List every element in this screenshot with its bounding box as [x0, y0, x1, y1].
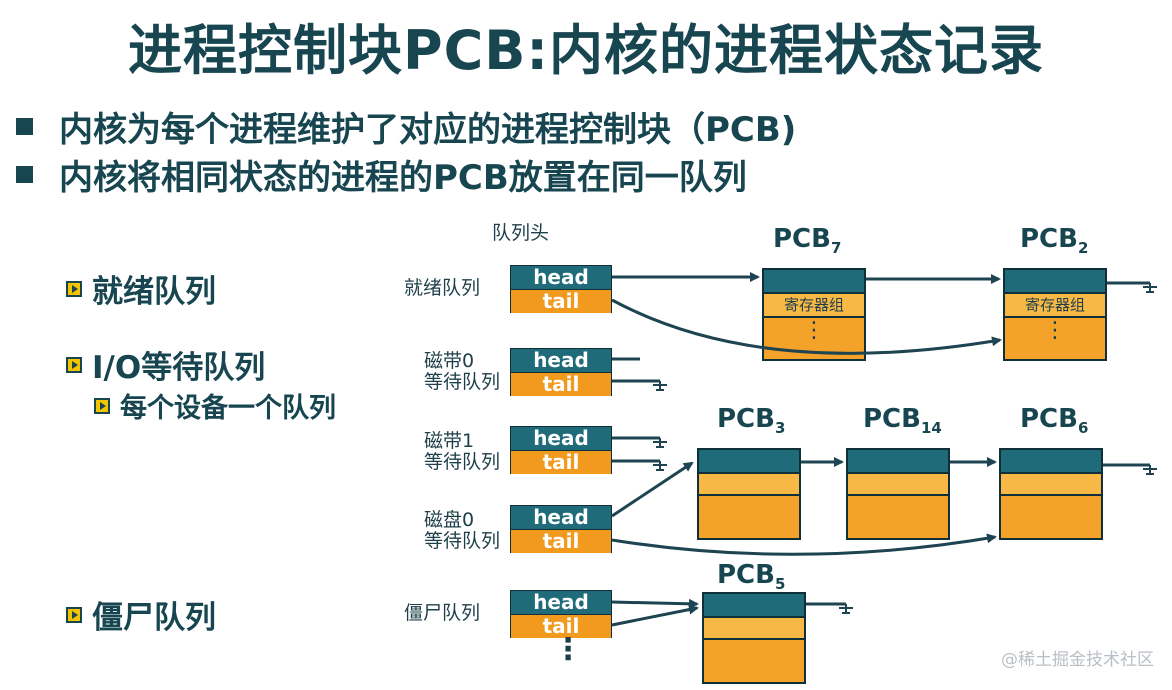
disk0-queue-pointer-block: head tail: [510, 505, 612, 553]
pcb-name-base: PCB: [863, 404, 921, 434]
tail-field: tail: [511, 451, 611, 474]
pcb-name-base: PCB: [1020, 404, 1078, 434]
pcb5-name: PCB5: [717, 560, 785, 593]
pcb-field: [1001, 474, 1101, 496]
pcb7-name: PCB7: [773, 224, 841, 257]
register-set-field: 寄存器组: [1005, 294, 1105, 318]
tail-field: tail: [511, 373, 611, 396]
triangle-bullet-icon: [66, 356, 82, 373]
pcb-name-base: PCB: [773, 224, 831, 254]
tape1-queue-pointer-block: head tail: [510, 426, 612, 474]
pcb2-name: PCB2: [1020, 224, 1088, 257]
head-field: head: [511, 349, 611, 373]
pcb-name-base: PCB: [717, 404, 775, 434]
tape1-label-line1: 磁带1: [424, 430, 475, 452]
ready-queue-heading-text: 就绪队列: [92, 274, 216, 310]
pcb-link-field: [848, 450, 948, 474]
pcb2-block: 寄存器组 ⋮: [1003, 268, 1107, 361]
pcb-field: [704, 618, 804, 640]
square-bullet-icon: [16, 118, 33, 135]
io-wait-queue-heading: I/O等待队列: [66, 342, 265, 387]
bullet-text-1: 内核为每个进程维护了对应的进程控制块（PCB): [59, 110, 797, 150]
zombie-tail-arrow: [611, 604, 699, 627]
tape0-label-line2: 等待队列: [424, 371, 501, 393]
pcb-name-base: PCB: [1020, 224, 1078, 254]
pcb-number: 7: [830, 239, 842, 258]
ready-queue-label: 就绪队列: [404, 277, 481, 299]
pcb-field: [699, 474, 799, 496]
pcb3-block: [697, 448, 801, 540]
pcb-link-field: [764, 270, 864, 294]
null-ground-icon: [839, 604, 853, 614]
pcb14-name: PCB14: [863, 404, 942, 437]
zombie-head-arrow: [611, 598, 699, 609]
disk0-label-line1: 磁盘0: [424, 509, 475, 531]
zombie-queue-heading-text: 僵尸队列: [92, 600, 216, 636]
tape1-label-line2: 等待队列: [424, 451, 501, 473]
pcb7-block: 寄存器组 ⋮: [762, 268, 866, 361]
tail-field: tail: [511, 290, 611, 313]
triangle-bullet-icon: [66, 606, 82, 623]
pcb-name-base: PCB: [717, 560, 775, 590]
pcb-link-field: [1001, 450, 1101, 474]
pcb6-block: [999, 448, 1103, 540]
head-field: head: [511, 266, 611, 290]
zombie-queue-heading: 僵尸队列: [66, 592, 216, 637]
ready-queue-heading: 就绪队列: [66, 266, 216, 311]
null-ground-icon: [653, 461, 667, 471]
io-wait-subheading: 每个设备一个队列: [94, 386, 336, 425]
pcb-link-field: [699, 450, 799, 474]
bullet-item-2: 内核将相同状态的进程的PCB放置在同一队列: [16, 150, 747, 199]
pcb3-name: PCB3: [717, 404, 785, 437]
pcb-number: 5: [774, 575, 786, 594]
pcb-number: 3: [774, 419, 786, 438]
pcb5-block: [702, 592, 806, 684]
head-field: head: [511, 427, 611, 451]
pcb-link-field: [1005, 270, 1105, 294]
pcb14-block: [846, 448, 950, 540]
tail-field: tail: [511, 615, 611, 638]
pcb-number: 6: [1077, 419, 1089, 438]
disk0-tail-arrow: [611, 533, 997, 556]
zombie-queue-label: 僵尸队列: [404, 602, 481, 624]
square-bullet-icon: [16, 166, 33, 183]
tail-field: tail: [511, 530, 611, 553]
head-field: head: [511, 506, 611, 530]
bullet-item-1: 内核为每个进程维护了对应的进程控制块（PCB): [16, 102, 796, 151]
pcb-number: 2: [1077, 239, 1089, 258]
register-set-field: 寄存器组: [764, 294, 864, 318]
triangle-bullet-icon: [94, 397, 110, 414]
bullet-text-2: 内核将相同状态的进程的PCB放置在同一队列: [59, 158, 747, 198]
pcb-link-field: [704, 594, 804, 618]
zombie-queue-pointer-block: head tail: [510, 590, 612, 638]
queue-head-column-label: 队列头: [492, 222, 550, 244]
pcb-number: 14: [920, 419, 942, 438]
null-ground-icon: [653, 438, 667, 448]
null-ground-icon: [1143, 283, 1157, 293]
ready-queue-pointer-block: head tail: [510, 265, 612, 313]
triangle-bullet-icon: [66, 280, 82, 297]
tape0-label-line1: 磁带0: [424, 350, 475, 372]
null-ground-icon: [1143, 465, 1157, 475]
slide-title: 进程控制块PCB:内核的进程状态记录: [128, 19, 1044, 82]
watermark: @稀土掘金技术社区: [1001, 650, 1154, 670]
head-field: head: [511, 591, 611, 615]
tape0-queue-pointer-block: head tail: [510, 348, 612, 396]
pcb-field: [848, 474, 948, 496]
pcb6-name: PCB6: [1020, 404, 1088, 437]
io-wait-queue-heading-text: I/O等待队列: [92, 350, 266, 386]
disk0-label-line2: 等待队列: [424, 530, 501, 552]
disk0-head-arrow: [611, 461, 694, 518]
ready-tail-arrow: [611, 298, 1002, 355]
null-ground-icon: [653, 381, 667, 391]
io-wait-subheading-text: 每个设备一个队列: [120, 393, 336, 424]
